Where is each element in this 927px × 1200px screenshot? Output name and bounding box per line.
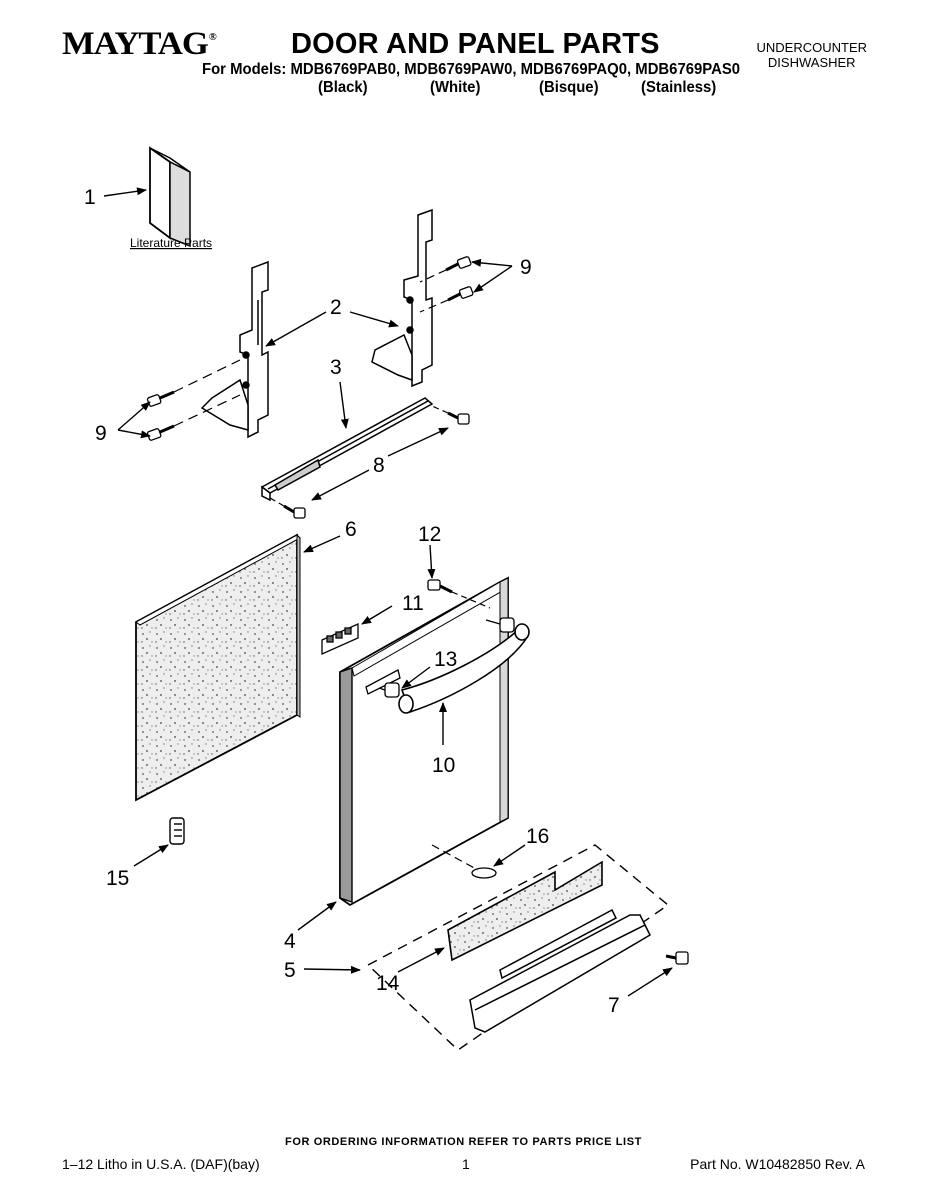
door-rail	[260, 397, 434, 502]
control-label	[321, 622, 359, 656]
toe-panel-insulation	[447, 860, 603, 962]
callout-2: 2	[330, 296, 342, 319]
left-door-hinge	[200, 260, 269, 439]
handle-screw-top	[427, 579, 453, 594]
callout-5: 5	[284, 959, 296, 982]
outer-door-panel	[339, 576, 509, 907]
product-line-1: UNDERCOUNTER	[756, 40, 868, 55]
handle-standoffs	[378, 617, 515, 698]
callout-10: 10	[432, 754, 455, 777]
callout-9-right: 9	[520, 256, 532, 279]
callout-3: 3	[330, 356, 342, 379]
finish-black: (Black)	[318, 79, 368, 96]
callout-1: 1	[84, 186, 96, 209]
hinge-screws-right	[445, 256, 474, 302]
finish-stainless: (Stainless)	[641, 79, 717, 96]
finish-bisque: (Bisque)	[539, 79, 599, 96]
callout-8: 8	[373, 454, 385, 477]
page-number: 1	[462, 1156, 470, 1172]
right-door-hinge	[371, 208, 433, 388]
callout-15: 15	[106, 867, 129, 890]
callout-7: 7	[608, 994, 620, 1017]
toe-panel-assembly-outline	[366, 844, 670, 1051]
callout-4: 4	[284, 930, 296, 953]
insulation-panel	[135, 533, 301, 802]
page-title: DOOR AND PANEL PARTS	[291, 28, 660, 60]
part-number: Part No. W10482850 Rev. A	[690, 1156, 865, 1172]
brand-logo: MAYTAG®	[62, 26, 217, 62]
product-type: UNDERCOUNTER DISHWASHER	[757, 40, 868, 70]
callout-12: 12	[418, 523, 441, 546]
ordering-note: FOR ORDERING INFORMATION REFER TO PARTS …	[285, 1136, 642, 1148]
callout-16: 16	[526, 825, 549, 848]
callout-13: 13	[434, 648, 457, 671]
toe-panel-screw	[665, 951, 689, 965]
callout-9-left: 9	[95, 422, 107, 445]
callout-14: 14	[376, 972, 400, 995]
clip	[169, 817, 185, 845]
literature-booklet	[149, 146, 191, 248]
callout-6: 6	[345, 518, 357, 541]
models-line: For Models: MDB6769PAB0, MDB6769PAW0, MD…	[202, 61, 741, 78]
oval-badge	[471, 867, 497, 879]
leader-lines	[103, 187, 673, 997]
litho-info: 1–12 Litho in U.S.A. (DAF)(bay)	[62, 1156, 260, 1172]
door-handle	[398, 623, 530, 714]
toe-panel	[469, 908, 651, 1033]
finish-white: (White)	[430, 79, 481, 96]
hinge-screws-left	[146, 390, 175, 441]
callout-11: 11	[402, 592, 424, 615]
literature-label: Literature Parts	[130, 236, 212, 250]
rail-screws	[283, 411, 470, 519]
product-line-2: DISHWASHER	[767, 55, 856, 70]
